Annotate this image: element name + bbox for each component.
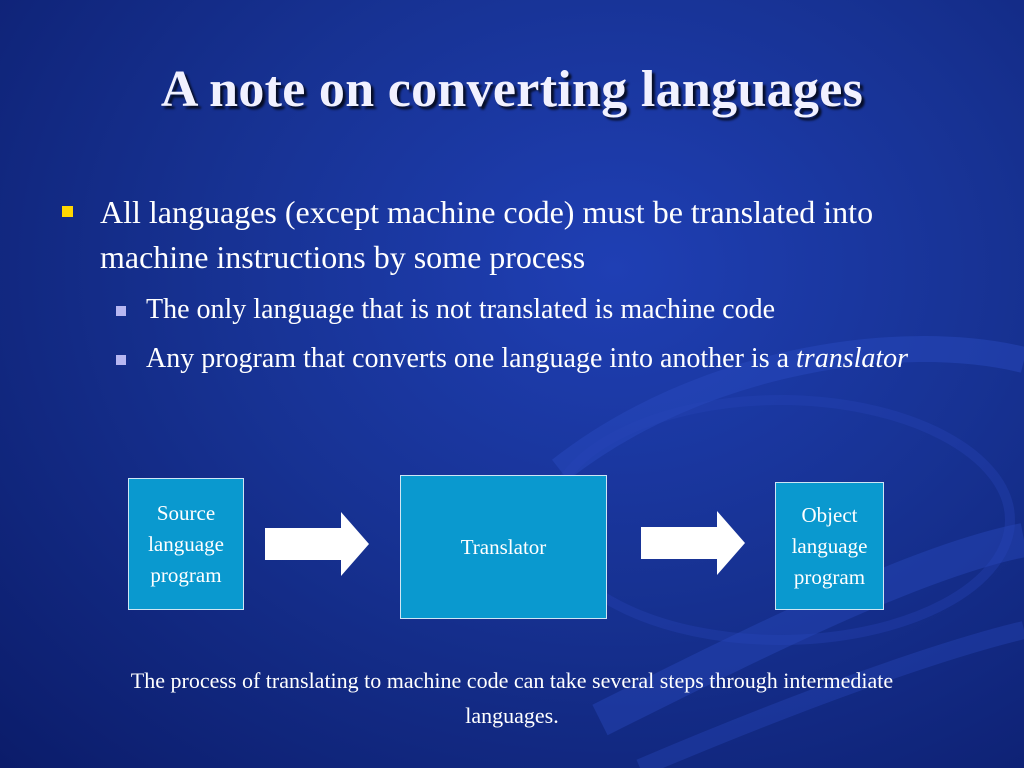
translator-label: Translator bbox=[460, 534, 547, 559]
right-arrow-icon bbox=[641, 511, 745, 575]
bullet-level2-text-plain: Any program that converts one language i… bbox=[146, 343, 797, 374]
bullet-level2-text-italic: translator bbox=[796, 343, 909, 374]
right-arrow-icon bbox=[265, 512, 369, 576]
square-bullet-icon bbox=[116, 306, 126, 316]
bullet-level2-text: The only language that is not translated… bbox=[146, 294, 776, 325]
translator-box: Translator bbox=[400, 475, 607, 619]
bullet-level1: All languages (except machine code) must… bbox=[62, 190, 982, 280]
bullet-level2-first: The only language that is not translated… bbox=[116, 293, 976, 327]
source-language-box: Source language program bbox=[128, 478, 244, 610]
square-bullet-icon bbox=[62, 206, 73, 217]
source-language-label: Source language program bbox=[148, 500, 224, 587]
diagram-caption: The process of translating to machine co… bbox=[130, 668, 894, 728]
object-language-label: Object language program bbox=[791, 502, 868, 589]
object-language-box: Object language program bbox=[775, 482, 884, 610]
bullet-level2-text-wrapper: Any program that converts one language i… bbox=[146, 342, 976, 376]
bullet-level1-text: All languages (except machine code) must… bbox=[100, 194, 874, 275]
slide-title: A note on converting languages bbox=[160, 61, 864, 118]
bullet-level2-second: Any program that converts one language i… bbox=[116, 342, 976, 376]
square-bullet-icon bbox=[116, 355, 126, 365]
